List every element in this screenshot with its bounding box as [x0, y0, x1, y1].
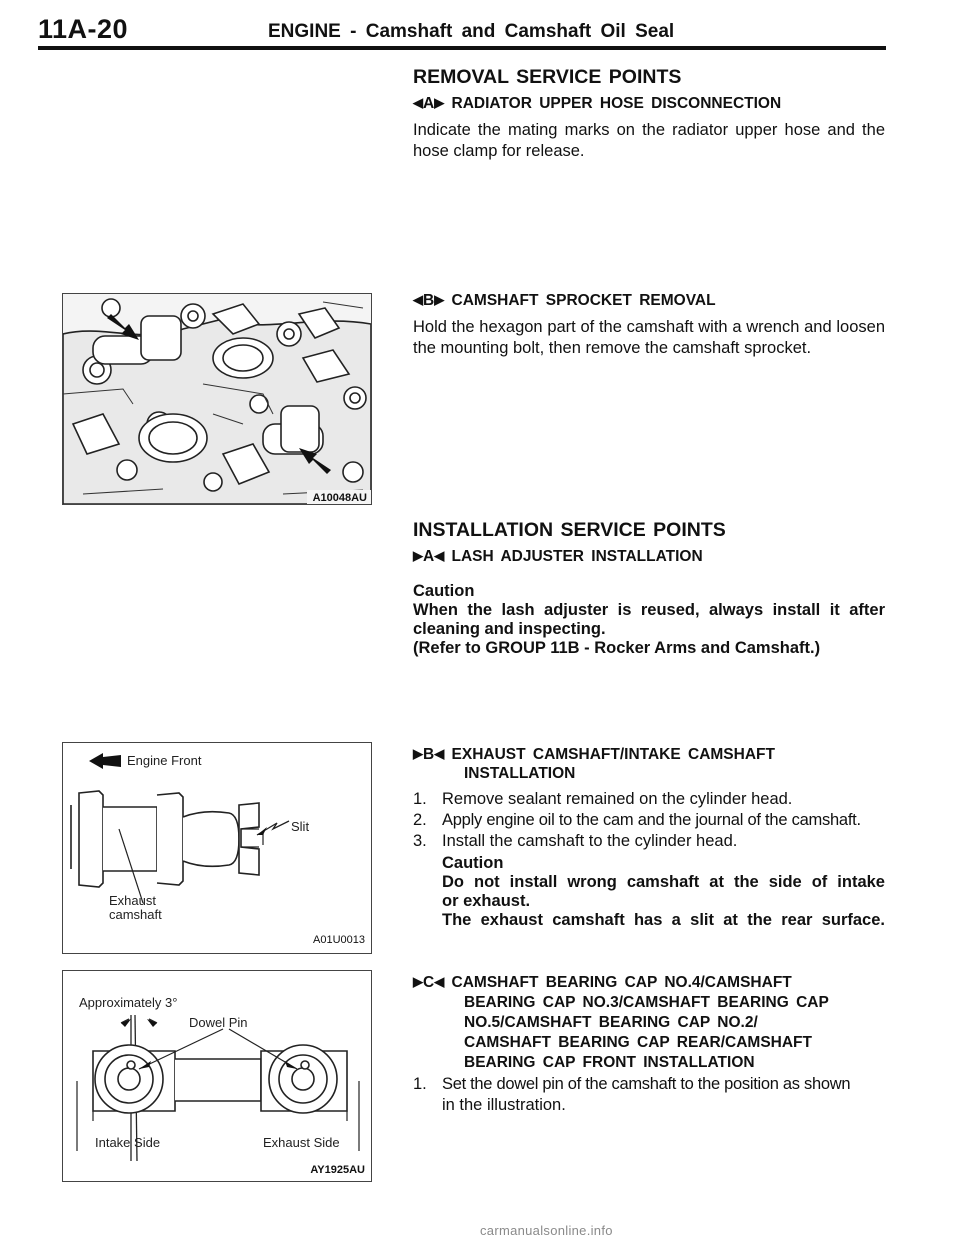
removal-b-body: Hold the hexagon part of the camshaft wi… [413, 318, 885, 357]
install-a-caution-line-3: (Refer to GROUP 11B - Rocker Arms and Ca… [413, 639, 821, 657]
right-triangle-icon: ▶ [434, 95, 445, 110]
list-item: 1.Set the dowel pin of the camshaft to t… [413, 1075, 851, 1093]
install-a-title-text: LASH ADJUSTER INSTALLATION [451, 548, 703, 565]
left-triangle-icon: ◀ [434, 548, 445, 563]
install-b-title-line-2: INSTALLATION [464, 765, 576, 782]
install-a-title: ▶A◀ LASH ADJUSTER INSTALLATION [413, 548, 703, 566]
install-c-title-line-5: BEARING CAP FRONT INSTALLATION [464, 1054, 755, 1071]
install-c-title-line-2: BEARING CAP NO.3/CAMSHAFT BEARING CAP [464, 994, 829, 1011]
right-triangle-icon: ▶ [413, 548, 423, 563]
list-item: in the illustration. [442, 1096, 566, 1114]
engine-front-arrow-icon [89, 753, 121, 769]
figure-camshaft-sprocket: A10048AU [62, 293, 372, 505]
figure-code: A01U0013 [313, 934, 365, 946]
removal-b-title: ◀B▶ CAMSHAFT SPROCKET REMOVAL [413, 292, 716, 310]
list-item: 1.Remove sealant remained on the cylinde… [413, 790, 793, 808]
label-exhaust: Exhaust [109, 893, 156, 908]
right-triangle-icon: ▶ [413, 974, 423, 989]
install-c-title-line-4: CAMSHAFT BEARING CAP REAR/CAMSHAFT [464, 1034, 812, 1051]
label-dowel-pin: Dowel Pin [189, 1015, 248, 1030]
footer-watermark[interactable]: carmanualsonline.info [480, 1223, 613, 1238]
removal-b-title-text: CAMSHAFT SPROCKET REMOVAL [451, 292, 716, 309]
install-b-title-line-1: EXHAUST CAMSHAFT/INTAKE CAMSHAFT [451, 746, 775, 763]
arrow-icon [107, 314, 139, 340]
install-a-caution-line-2: cleaning and inspecting. [413, 620, 606, 638]
figure-code: A10048AU [313, 492, 367, 504]
label-slit: Slit [291, 819, 309, 834]
removal-heading: REMOVAL SERVICE POINTS [413, 66, 682, 88]
removal-b-letter: B [423, 292, 435, 309]
install-a-caution-line-1: When the lash adjuster is reused, always… [413, 601, 885, 619]
page-title: ENGINE - Camshaft and Camshaft Oil Seal [268, 21, 675, 42]
list-item: 3.Install the camshaft to the cylinder h… [413, 832, 738, 850]
camshaft-illustration: Engine Front Slit Exhaust camshaft A01U0… [70, 753, 365, 946]
label-intake-side: Intake Side [95, 1135, 160, 1150]
removal-a-body: Indicate the mating marks on the radiato… [413, 121, 885, 160]
install-b-caution-line-2: or exhaust. [442, 892, 531, 910]
label-angle: Approximately 3° [79, 995, 177, 1010]
left-triangle-icon: ◀ [413, 292, 423, 307]
list-item: 2.Apply engine oil to the cam and the jo… [413, 811, 861, 829]
right-triangle-icon: ▶ [434, 292, 445, 307]
figure-code: AY1925AU [310, 1164, 365, 1176]
removal-a-letter: A [423, 95, 435, 112]
install-c-letter: C [423, 974, 435, 991]
install-b-letter: B [423, 746, 435, 763]
left-triangle-icon: ◀ [413, 95, 423, 110]
install-c-title-line-1: CAMSHAFT BEARING CAP NO.4/CAMSHAFT [451, 974, 792, 991]
install-c-title: ▶C◀ CAMSHAFT BEARING CAP NO.4/CAMSHAFT [413, 974, 792, 992]
right-triangle-icon: ▶ [413, 746, 423, 761]
left-triangle-icon: ◀ [434, 974, 445, 989]
bearing-cap-illustration: Approximately 3° Dowel Pin Int [76, 995, 365, 1176]
figure-exhaust-camshaft: Engine Front Slit Exhaust camshaft A01U0… [62, 742, 372, 954]
install-c-steps: 1.Set the dowel pin of the camshaft to t… [413, 1074, 893, 1116]
install-b-caution-line-1: Do not install wrong camshaft at the sid… [442, 873, 885, 891]
install-c-title-line-3: NO.5/CAMSHAFT BEARING CAP NO.2/ [464, 1014, 758, 1031]
removal-a-title-text: RADIATOR UPPER HOSE DISCONNECTION [451, 95, 782, 112]
left-triangle-icon: ◀ [434, 746, 445, 761]
install-a-letter: A [423, 548, 435, 565]
install-b-caution-line-3: The exhaust camshaft has a slit at the r… [442, 911, 885, 929]
arrow-icon [299, 448, 331, 474]
installation-heading: INSTALLATION SERVICE POINTS [413, 519, 726, 541]
install-a-caution-label: Caution [413, 582, 475, 600]
install-b-caution-label: Caution [442, 854, 504, 872]
figure-dowel-pin: Approximately 3° Dowel Pin Int [62, 970, 372, 1182]
engine-head-illustration: A10048AU [63, 294, 371, 504]
label-exhaust-side: Exhaust Side [263, 1135, 340, 1150]
page-number: 11A-20 [38, 14, 129, 44]
install-b-title: ▶B◀ EXHAUST CAMSHAFT/INTAKE CAMSHAFT [413, 746, 775, 764]
label-camshaft: camshaft [109, 907, 162, 922]
label-engine-front: Engine Front [127, 753, 202, 768]
install-b-steps: 1.Remove sealant remained on the cylinde… [413, 789, 888, 852]
removal-a-title: ◀A▶ RADIATOR UPPER HOSE DISCONNECTION [413, 95, 781, 113]
header-rule [38, 46, 886, 50]
